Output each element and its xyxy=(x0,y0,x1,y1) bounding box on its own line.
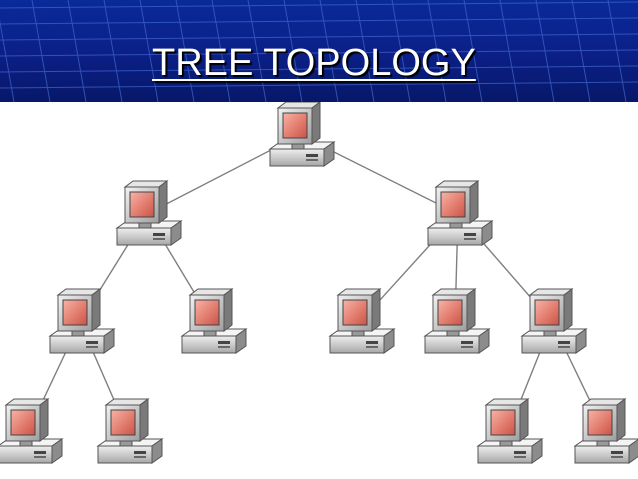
desktop-computer-icon xyxy=(329,288,395,354)
desktop-computer-icon xyxy=(49,288,115,354)
desktop-computer-icon xyxy=(424,288,490,354)
desktop-computer-icon xyxy=(477,398,543,464)
desktop-computer-icon xyxy=(97,398,163,464)
desktop-computer-icon xyxy=(116,180,182,246)
desktop-computer-icon xyxy=(181,288,247,354)
desktop-computer-icon xyxy=(269,102,335,167)
slide-title: TREE TOPOLOGY xyxy=(152,42,476,84)
desktop-computer-icon xyxy=(574,398,638,464)
desktop-computer-icon xyxy=(427,180,493,246)
title-banner: TREE TOPOLOGY xyxy=(0,0,638,102)
desktop-computer-icon xyxy=(521,288,587,354)
tree-topology-diagram xyxy=(0,102,638,464)
desktop-computer-icon xyxy=(0,398,63,464)
banner-grid-pattern xyxy=(0,0,638,102)
